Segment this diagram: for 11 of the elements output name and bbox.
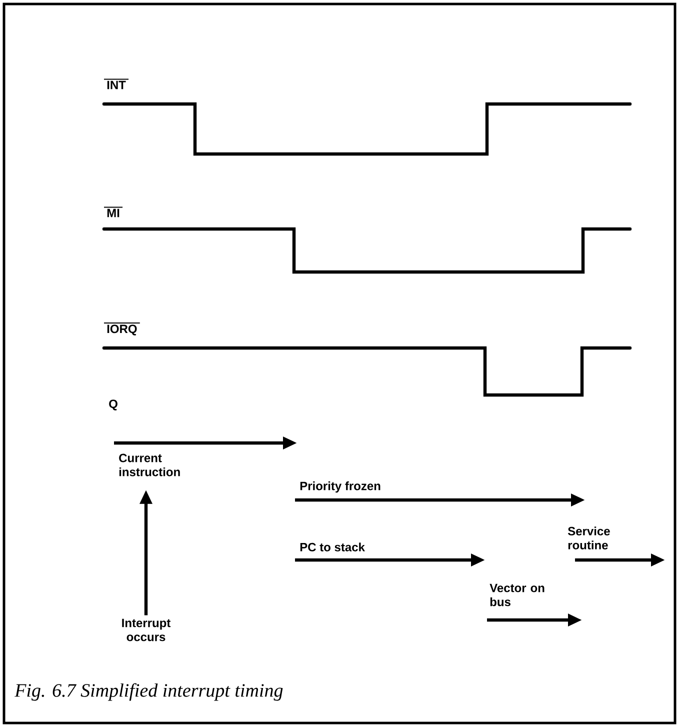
phase-label: Service routine (568, 526, 610, 550)
event-label: Interrupt occurs (122, 618, 171, 642)
phase-label: Current instruction (119, 454, 180, 476)
phase-label: PC to stack (300, 542, 365, 552)
phase-label: Priority frozen (300, 481, 380, 493)
signal-name: Q (109, 400, 118, 410)
signal-name: IORQ (104, 322, 140, 336)
caption: Fig. 6.7 Simplified interrupt timing (14, 683, 283, 701)
signal-name: INT (104, 78, 130, 90)
phase-label: Vector on bus (490, 584, 544, 606)
signal-name: MI (104, 206, 124, 218)
